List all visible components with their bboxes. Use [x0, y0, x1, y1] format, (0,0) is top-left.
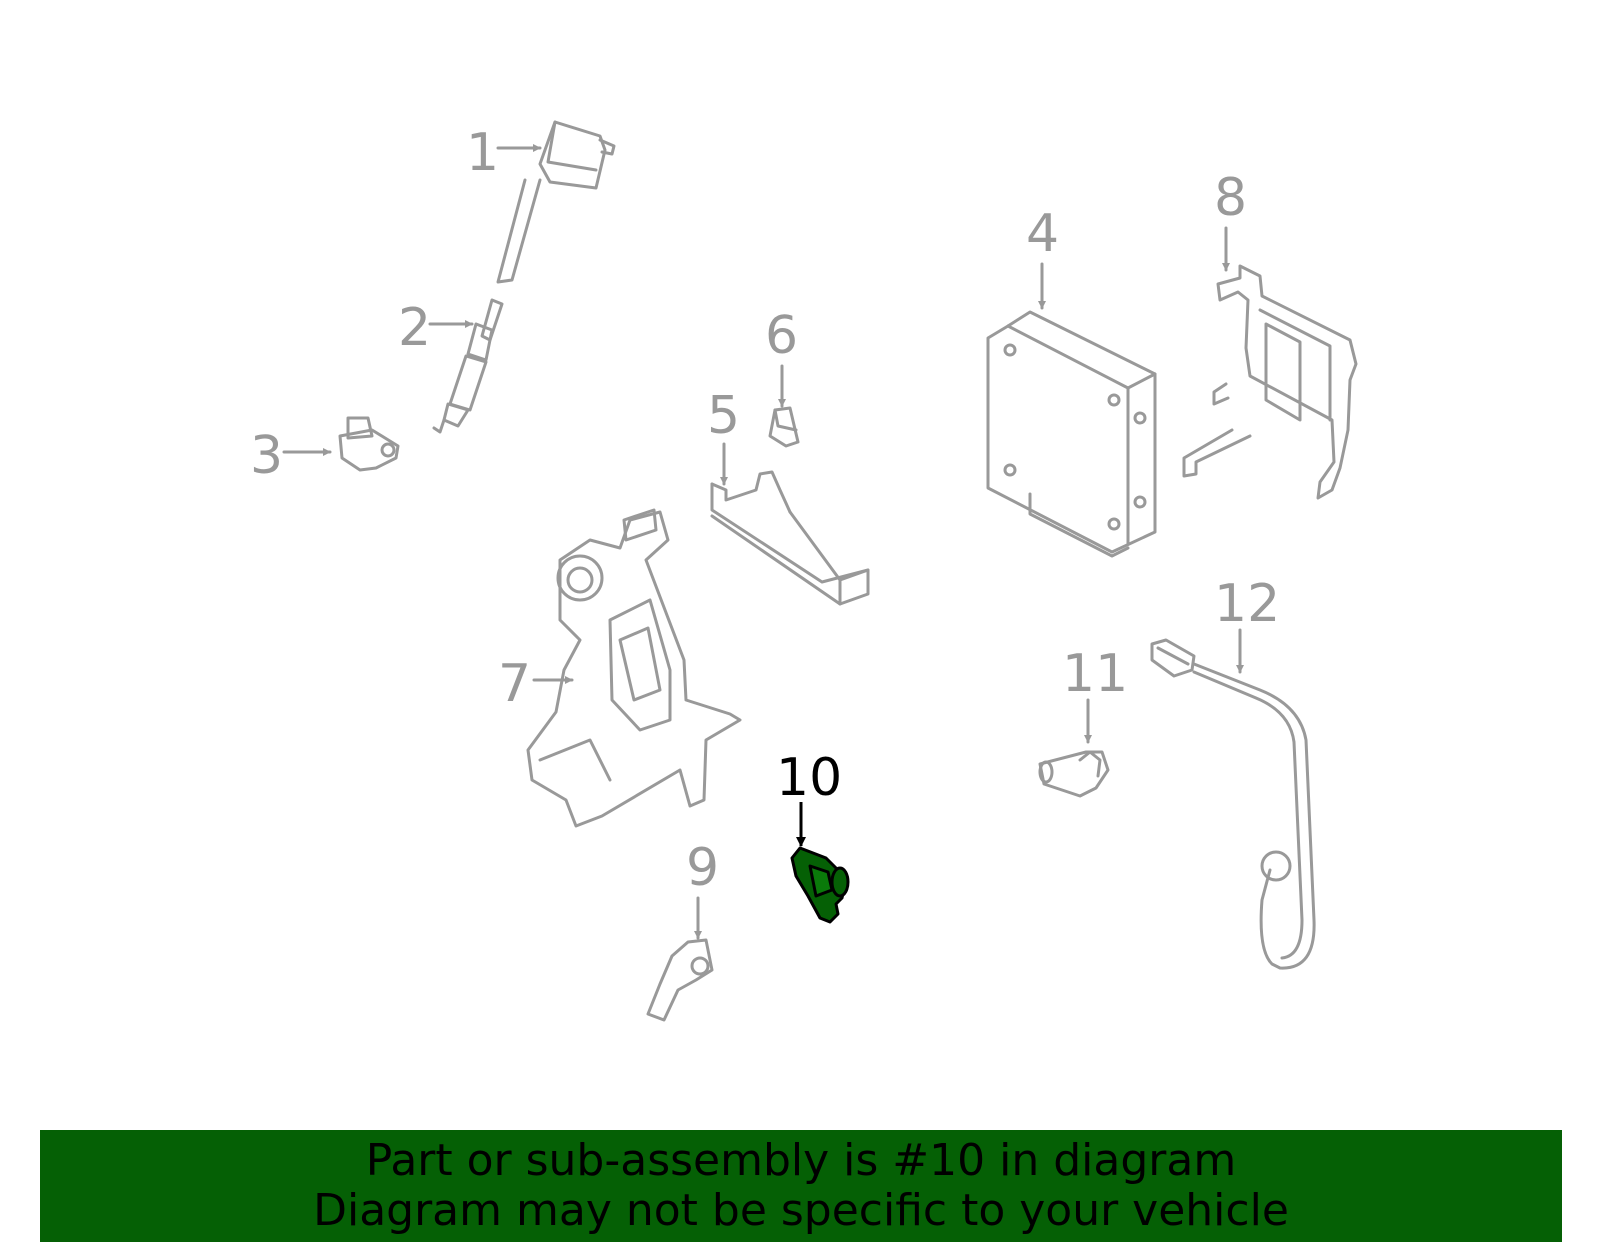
part-1-ignition-coil	[496, 120, 616, 284]
callout-11: 11	[1062, 644, 1129, 704]
part-11-sensor	[1038, 750, 1110, 798]
part-3-sensor	[338, 416, 400, 472]
part-10-highlighted-sensor	[790, 846, 850, 924]
callout-6: 6	[765, 306, 799, 366]
info-banner: Part or sub-assembly is #10 in diagram D…	[40, 1130, 1562, 1242]
banner-line-part-number: Part or sub-assembly is #10 in diagram	[365, 1135, 1237, 1186]
part-5-bracket	[710, 470, 870, 606]
callout-3: 3	[250, 426, 284, 486]
callout-8: 8	[1214, 168, 1248, 228]
part-9-sensor	[646, 938, 714, 1022]
callout-10: 10	[776, 748, 843, 808]
part-6-clip	[768, 406, 800, 448]
part-7-mounting-bracket	[526, 508, 742, 828]
banner-line-disclaimer: Diagram may not be specific to your vehi…	[313, 1185, 1289, 1236]
callout-5: 5	[707, 386, 741, 446]
callout-7: 7	[498, 654, 532, 714]
part-12-knock-sensor	[1150, 638, 1316, 970]
part-4-control-module	[986, 310, 1157, 558]
callout-9: 9	[686, 838, 720, 898]
callout-12: 12	[1214, 574, 1281, 634]
callout-4: 4	[1026, 204, 1060, 264]
callout-1: 1	[466, 123, 500, 183]
callout-2: 2	[398, 298, 432, 358]
part-2-spark-plug	[432, 298, 504, 434]
part-8-ecu-bracket	[1182, 264, 1358, 500]
